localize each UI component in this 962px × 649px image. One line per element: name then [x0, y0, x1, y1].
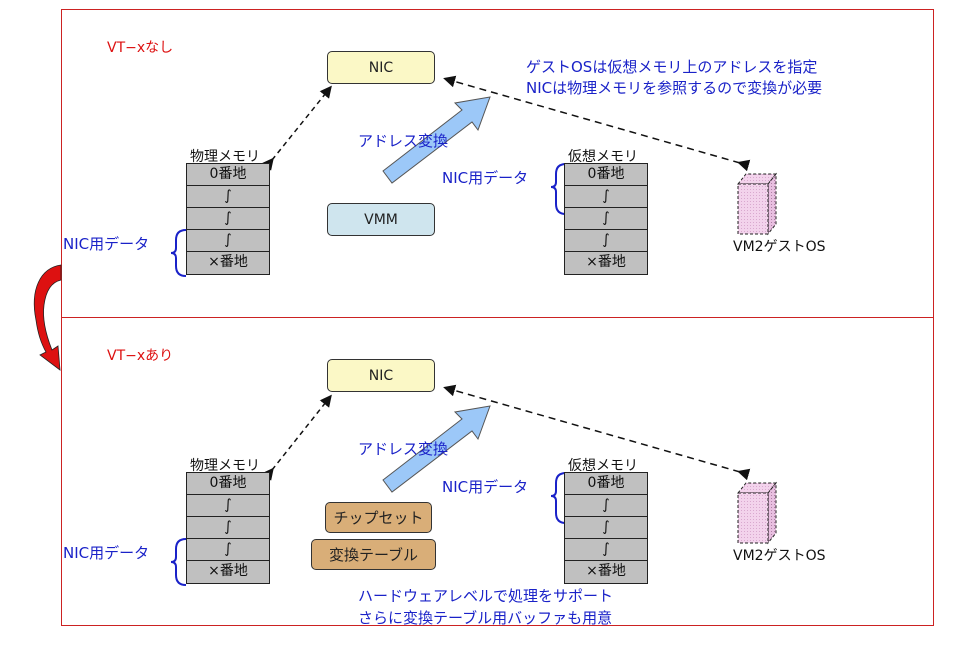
translation-table-box: 変換テーブル [311, 539, 436, 570]
memory-cell: ∫ [565, 495, 647, 517]
transition-arrow [33, 264, 62, 371]
panel-title: VT−xあり [107, 348, 174, 364]
physical-memory-label: 物理メモリ [190, 458, 260, 474]
memory-cell: ∫ [565, 208, 647, 230]
panel-with-vtx [61, 317, 934, 626]
nic-data-label: NIC用データ [63, 544, 150, 562]
physical-memory-label: 物理メモリ [190, 149, 260, 165]
note-line: ハードウェアレベルで処理をサポート [358, 587, 614, 605]
memory-cell: 0番地 [187, 473, 269, 495]
panel-without-vtx [61, 9, 934, 318]
address-translation-label: アドレス変換 [358, 440, 449, 458]
guest-os-label: VM2ゲストOS [733, 239, 826, 255]
virtual-memory-label: 仮想メモリ [568, 149, 638, 165]
nic-box: NIC [327, 359, 435, 392]
memory-cell: 0番地 [187, 164, 269, 186]
virtual-memory: 0番地 ∫ ∫ ∫ ×番地 [564, 163, 648, 275]
virtual-memory-label: 仮想メモリ [568, 458, 638, 474]
memory-cell: ∫ [187, 517, 269, 539]
memory-cell: ×番地 [208, 254, 248, 270]
memory-cell: ∫ [187, 539, 269, 561]
physical-memory: 0番地 ∫ ∫ ∫ ×番地 [186, 472, 270, 584]
chipset-box: チップセット [325, 502, 432, 533]
nic-data-label: NIC用データ [63, 235, 150, 253]
memory-cell: ∫ [565, 230, 647, 252]
memory-cell: ∫ [187, 208, 269, 230]
memory-cell: ∫ [565, 517, 647, 539]
vmm-box: VMM [327, 203, 435, 236]
note: ハードウェアレベルで処理をサポート さらに変換テーブル用バッファも用意 [358, 585, 613, 629]
memory-cell: ∫ [187, 186, 269, 208]
nic-data-label: NIC用データ [442, 169, 529, 187]
note-line: ゲストOSは仮想メモリ上のアドレスを指定 [526, 58, 818, 76]
nic-data-label: NIC用データ [442, 478, 529, 496]
virtual-memory: 0番地 ∫ ∫ ∫ ×番地 [564, 472, 648, 584]
note-line: NICは物理メモリを参照するので変換が必要 [526, 79, 823, 97]
memory-cell: ∫ [187, 495, 269, 517]
physical-memory: 0番地 ∫ ∫ ∫ ×番地 [186, 163, 270, 275]
memory-cell: ×番地 [208, 563, 248, 579]
memory-cell: ×番地 [586, 254, 626, 270]
memory-cell: ∫ [565, 186, 647, 208]
note-line: さらに変換テーブル用バッファも用意 [358, 609, 613, 627]
nic-box: NIC [327, 51, 435, 84]
memory-cell: ∫ [187, 230, 269, 252]
address-translation-label: アドレス変換 [358, 132, 449, 150]
guest-os-label: VM2ゲストOS [733, 548, 826, 564]
memory-cell: 0番地 [565, 164, 647, 186]
memory-cell: ∫ [565, 539, 647, 561]
memory-cell: 0番地 [565, 473, 647, 495]
memory-cell: ×番地 [586, 563, 626, 579]
panel-title: VT−xなし [107, 40, 174, 56]
note: ゲストOSは仮想メモリ上のアドレスを指定 NICは物理メモリを参照するので変換が… [526, 57, 822, 99]
